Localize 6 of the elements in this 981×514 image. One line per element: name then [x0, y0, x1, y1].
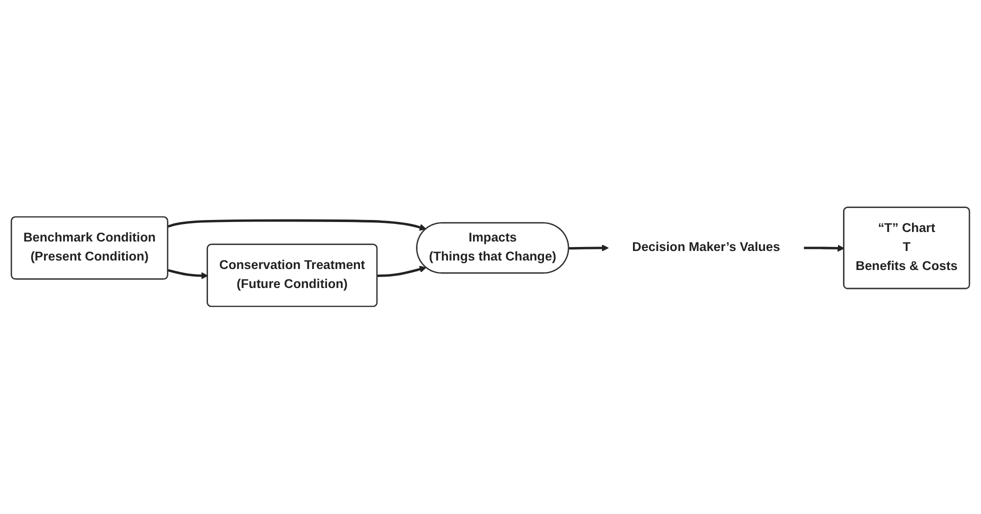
node-text: Decision Maker’s Values: [632, 240, 780, 254]
arrow: [804, 244, 844, 252]
arrow: [168, 219, 426, 231]
arrow: [168, 269, 208, 280]
arrow: [377, 266, 426, 278]
arrow: [568, 244, 609, 252]
